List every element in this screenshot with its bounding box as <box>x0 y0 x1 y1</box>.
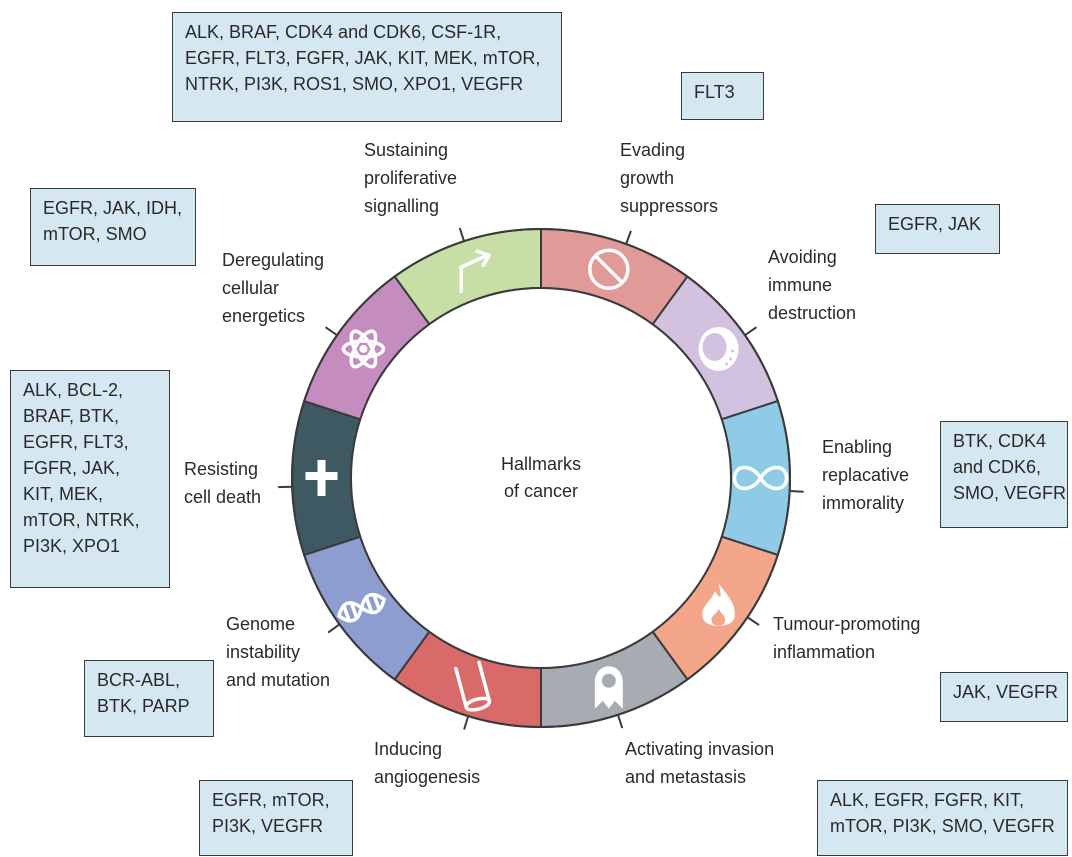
infinity-icon <box>732 465 789 491</box>
tick-growth-suppressors <box>625 230 632 245</box>
tick-immune <box>744 326 758 336</box>
immune-cell-icon <box>698 326 739 371</box>
arrow-icon <box>459 249 491 293</box>
tick-proliferative <box>458 227 466 242</box>
targets-box-invasion: ALK, EGFR, FGFR, KIT,mTOR, PI3K, SMO, VE… <box>817 780 1068 856</box>
ghost-cell-icon <box>594 666 623 709</box>
dna-icon <box>337 592 386 623</box>
tick-inflammation <box>746 616 760 626</box>
targets-box-growth-suppressors: FLT3 <box>681 72 764 120</box>
atom-icon <box>341 329 386 369</box>
flame-icon <box>702 583 735 627</box>
targets-box-angiogenesis: EGFR, mTOR,PI3K, VEGFR <box>199 780 353 856</box>
tick-energetics <box>324 326 338 336</box>
tick-angiogenesis <box>463 715 470 730</box>
prohibition-icon <box>588 248 630 290</box>
center-title-line2: of cancer <box>504 481 578 501</box>
targets-box-cell-death: ALK, BCL-2,BRAF, BTK,EGFR, FLT3,FGFR, JA… <box>10 370 170 588</box>
targets-box-genome: BCR-ABL,BTK, PARP <box>84 660 214 737</box>
tick-immortality <box>789 490 804 493</box>
cross-icon <box>305 460 338 496</box>
targets-box-immune: EGFR, JAK <box>875 204 1000 254</box>
targets-box-inflammation: JAK, VEGFR <box>940 672 1068 722</box>
center-title-line1: Hallmarks <box>501 454 581 474</box>
tick-genome <box>327 623 341 634</box>
tick-invasion <box>616 714 624 729</box>
targets-box-proliferative: ALK, BRAF, CDK4 and CDK6, CSF-1R,EGFR, F… <box>172 12 562 122</box>
vessel-icon <box>454 660 492 712</box>
targets-box-energetics: EGFR, JAK, IDH,mTOR, SMO <box>30 188 196 266</box>
